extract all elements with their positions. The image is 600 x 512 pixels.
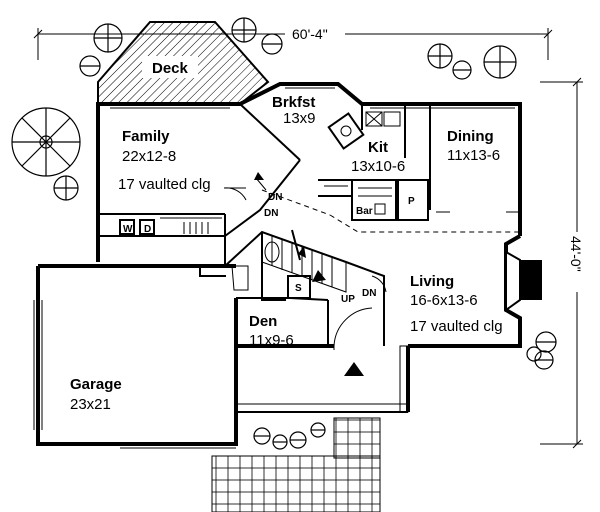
- garage-door: [33, 300, 236, 449]
- front-walkway: [211, 417, 381, 512]
- fireplace: [505, 250, 542, 312]
- door-swings: [223, 187, 387, 350]
- depth-dimension-label: 44'-0": [568, 236, 584, 272]
- dining-room-name: Dining: [447, 128, 494, 145]
- family-room-note: 17 vaulted clg: [118, 176, 211, 193]
- brkfst-room-name: Brkfst: [272, 94, 315, 111]
- staircase: [261, 229, 347, 293]
- stairs-up-label: UP: [341, 294, 355, 305]
- entry-arrow-icon: [344, 362, 364, 376]
- closet-label: S: [295, 283, 302, 294]
- living-room-name: Living: [410, 273, 454, 290]
- width-dimension-label: 60'-4": [292, 26, 328, 42]
- kit-room-size: 13x10-6: [351, 158, 405, 175]
- brkfst-room-size: 13x9: [283, 110, 316, 127]
- dryer-label: D: [144, 224, 151, 235]
- living-room-note: 17 vaulted clg: [410, 318, 503, 335]
- den-room-name: Den: [249, 313, 277, 330]
- depth-dimension-line: [540, 77, 583, 449]
- stairs-dn-label-2: DN: [264, 208, 278, 219]
- bar-label: Bar: [356, 206, 373, 217]
- family-room-size: 22x12-8: [122, 148, 176, 165]
- front-porch: [236, 345, 409, 413]
- family-arrow-head: [254, 172, 264, 180]
- washer-label: W: [123, 224, 133, 235]
- kitchen-fixtures: [324, 111, 401, 215]
- garage-room-size: 23x21: [70, 396, 111, 413]
- landscape-trees: [11, 17, 557, 450]
- den-room-size: 11x9-6: [249, 332, 294, 349]
- garage-room-name: Garage: [70, 376, 122, 393]
- kit-room-name: Kit: [368, 139, 388, 156]
- living-room-size: 16-6x13-6: [410, 292, 478, 309]
- pantry-label: P: [408, 196, 415, 207]
- family-room-name: Family: [122, 128, 170, 145]
- powder-room: [231, 241, 280, 291]
- north-windows: [110, 87, 515, 109]
- laundry-fixtures: [119, 217, 222, 235]
- deck-label-bg: [142, 56, 198, 78]
- stairs-dn-label-3: DN: [362, 288, 376, 299]
- stairs-dn-label-1: DN: [268, 192, 282, 203]
- dining-room-size: 11x13-6: [447, 147, 500, 164]
- deck-label: Deck: [152, 60, 189, 77]
- exterior-walls: [36, 82, 522, 446]
